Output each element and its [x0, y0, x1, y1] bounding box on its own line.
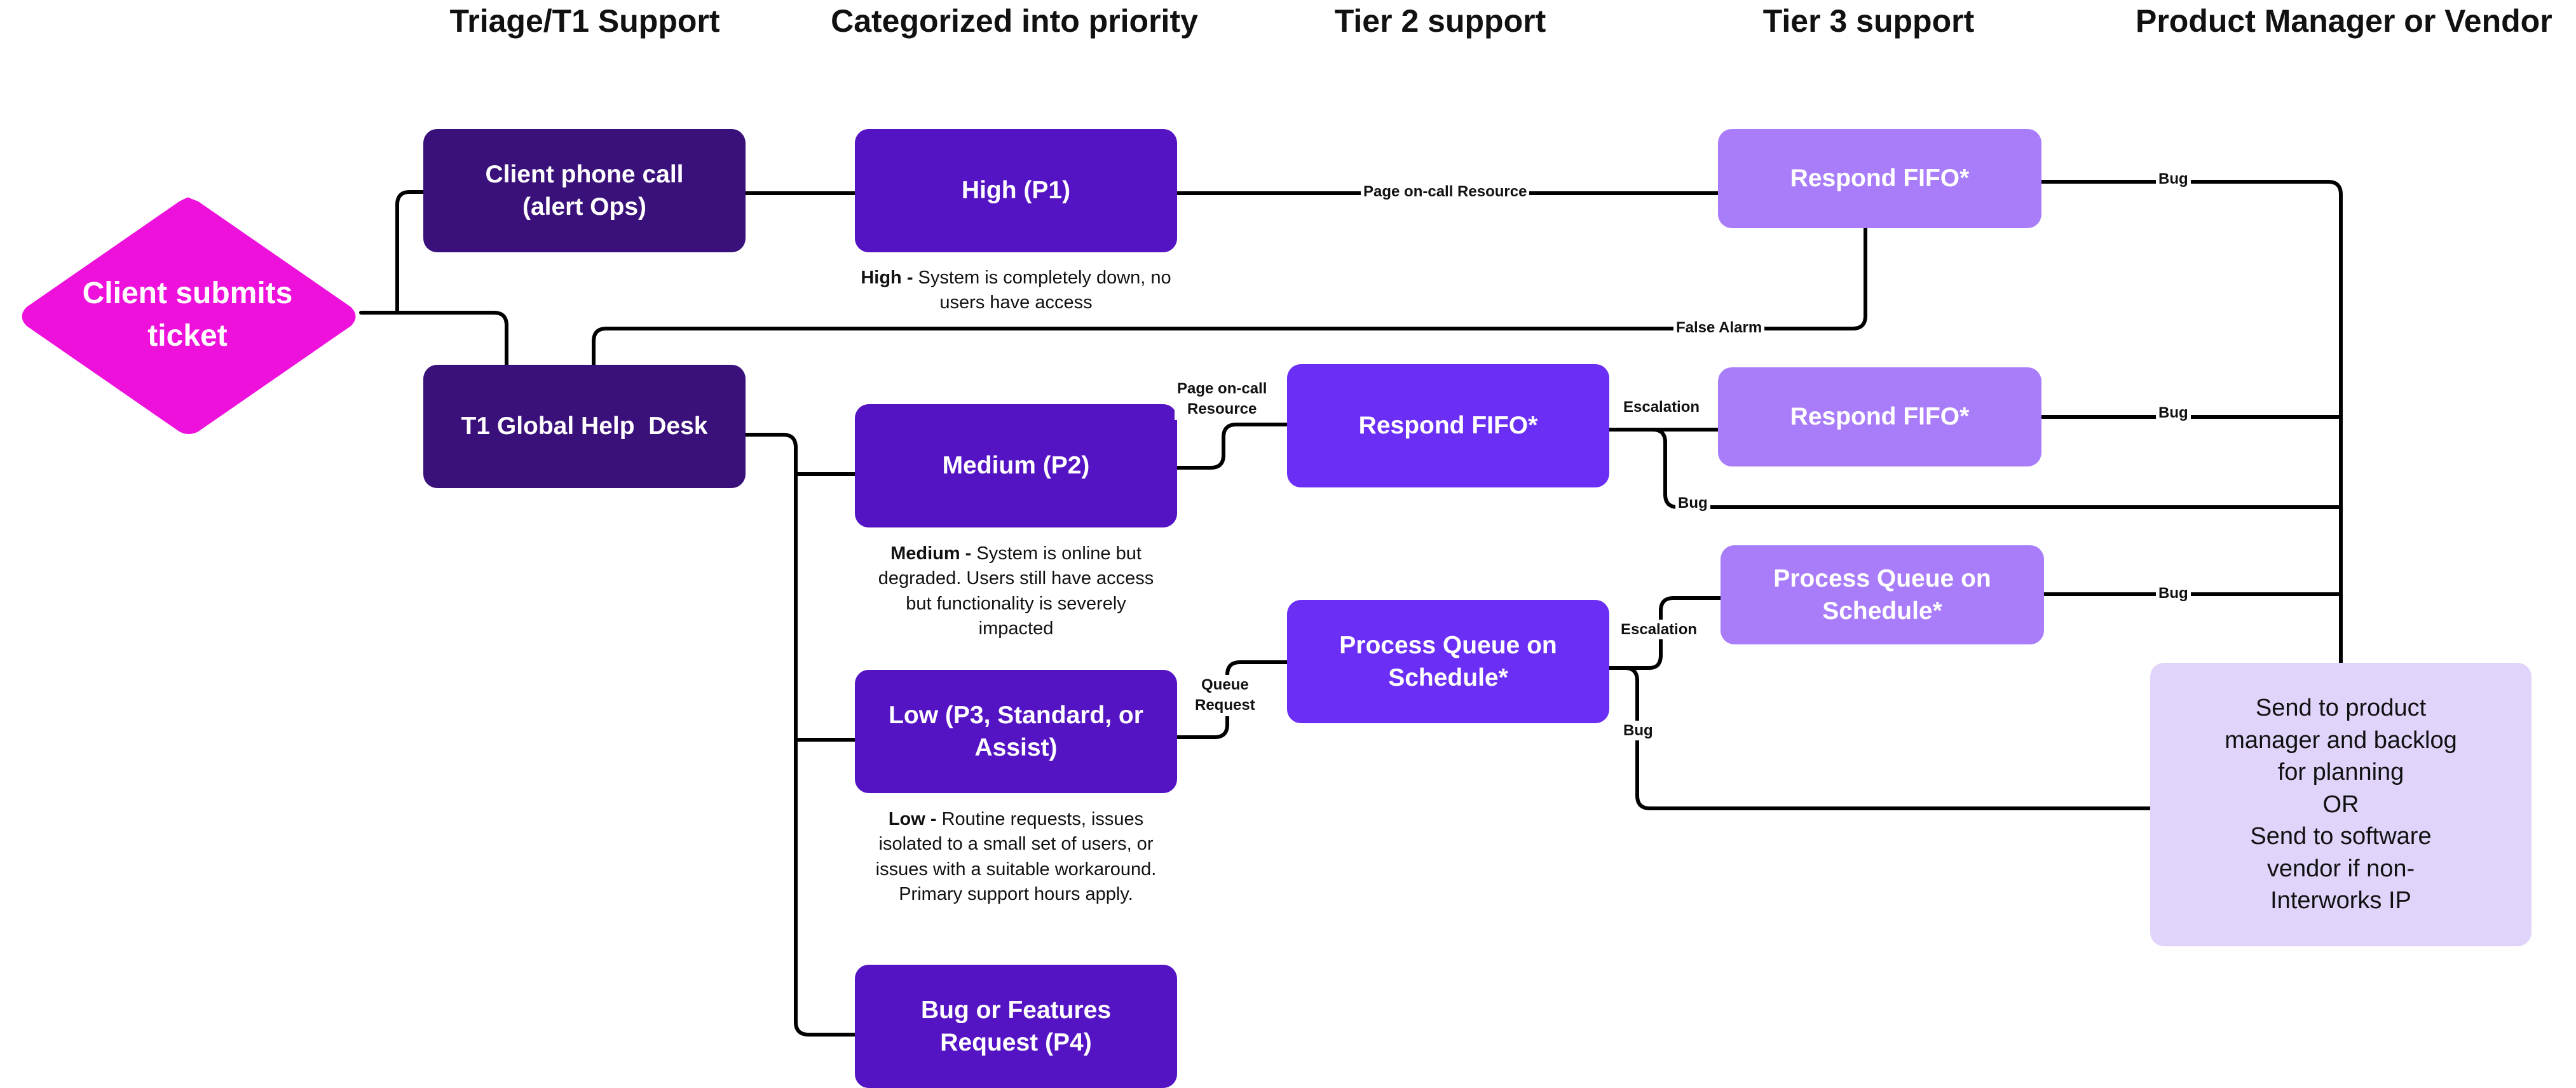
label-page-oncall-med: Page on-call Resource [1175, 379, 1270, 420]
label-bug-t2-med: Bug [1675, 493, 1710, 513]
node-t3-respond-high[interactable]: Respond FIFO* [1718, 129, 2041, 228]
header-priority: Categorized into priority [831, 3, 1198, 39]
edge-t2q-bug [1607, 666, 2152, 810]
desc-medium-term: Medium - [890, 543, 972, 564]
node-priority-low[interactable]: Low (P3, Standard, or Assist) [855, 670, 1177, 793]
node-t3-queue[interactable]: Process Queue on Schedule* [1721, 545, 2044, 644]
desc-high-text: System is completely down, no users have… [913, 268, 1171, 313]
pm-line-1: Send to product [2255, 695, 2427, 722]
node-priority-medium[interactable]: Medium (P2) [855, 404, 1177, 527]
node-t2-respond[interactable]: Respond FIFO* [1287, 364, 1609, 487]
header-tier3: Tier 3 support [1762, 3, 1975, 39]
edge-start-to-triage [359, 190, 425, 315]
edge-t3h-bug [2040, 180, 2343, 665]
edge-medium-to-t2 [1175, 423, 1289, 470]
edge-helpdesk-to-priority [743, 433, 857, 1037]
desc-low-text: Routine requests, issues isolated to a s… [875, 809, 1157, 905]
node-priority-bug-feature[interactable]: Bug or Features Request (P4) [855, 965, 1177, 1088]
desc-low: Low - Routine requests, issues isolated … [864, 807, 1168, 908]
desc-medium-text: System is online but degraded. Users sti… [878, 543, 1154, 639]
header-tier2: Tier 2 support [1334, 3, 1546, 39]
start-node-label: Client submits ticket [82, 276, 293, 353]
desc-high: High - System is completely down, no use… [855, 266, 1177, 316]
label-queue-request-line1: Queue [1201, 676, 1249, 693]
label-bug-t2-queue: Bug [1621, 721, 1656, 741]
label-queue-request: Queue Request [1192, 675, 1258, 716]
desc-high-term: High - [861, 268, 913, 288]
label-page-oncall-med-line1: Page on-call [1177, 380, 1267, 397]
header-triage: Triage/T1 Support [449, 3, 720, 39]
label-escalation-med: Escalation [1621, 397, 1703, 418]
pm-line-6: vendor if non- [2266, 855, 2415, 882]
label-queue-request-line2: Request [1195, 697, 1255, 714]
pm-line-5: Send to software [2250, 823, 2432, 850]
pm-line-3: for planning [2277, 759, 2404, 786]
edge-start-to-helpdesk [395, 311, 508, 367]
label-bug-t3-high: Bug [2156, 169, 2191, 189]
node-help-desk[interactable]: T1 Global Help Desk [423, 365, 746, 488]
node-t3-respond-med[interactable]: Respond FIFO* [1718, 367, 2041, 466]
label-page-oncall-med-line2: Resource [1187, 400, 1257, 418]
header-pm: Product Manager or Vendor [2136, 3, 2552, 39]
label-bug-t3-queue: Bug [2156, 583, 2191, 604]
edge-t2-bug [1607, 428, 2343, 509]
node-t2-queue[interactable]: Process Queue on Schedule* [1287, 600, 1609, 723]
desc-medium: Medium - System is online but degraded. … [868, 541, 1164, 642]
label-false-alarm: False Alarm [1673, 318, 1765, 338]
pm-line-2: manager and backlog [2225, 726, 2457, 754]
label-page-oncall-high: Page on-call Resource [1361, 182, 1530, 202]
label-bug-t3-med: Bug [2156, 403, 2191, 423]
start-diamond[interactable] [14, 193, 364, 440]
node-priority-high[interactable]: High (P1) [855, 129, 1177, 252]
node-pm-send[interactable]: Send to product manager and backlog for … [2150, 663, 2532, 946]
edge-false-alarm [592, 226, 1867, 367]
node-phone-call[interactable]: Client phone call (alert Ops) [423, 129, 746, 252]
pm-line-7: Interworks IP [2270, 887, 2411, 915]
label-escalation-low: Escalation [1618, 620, 1700, 640]
pm-line-4: OR [2322, 791, 2359, 818]
desc-low-term: Low - [888, 809, 937, 829]
